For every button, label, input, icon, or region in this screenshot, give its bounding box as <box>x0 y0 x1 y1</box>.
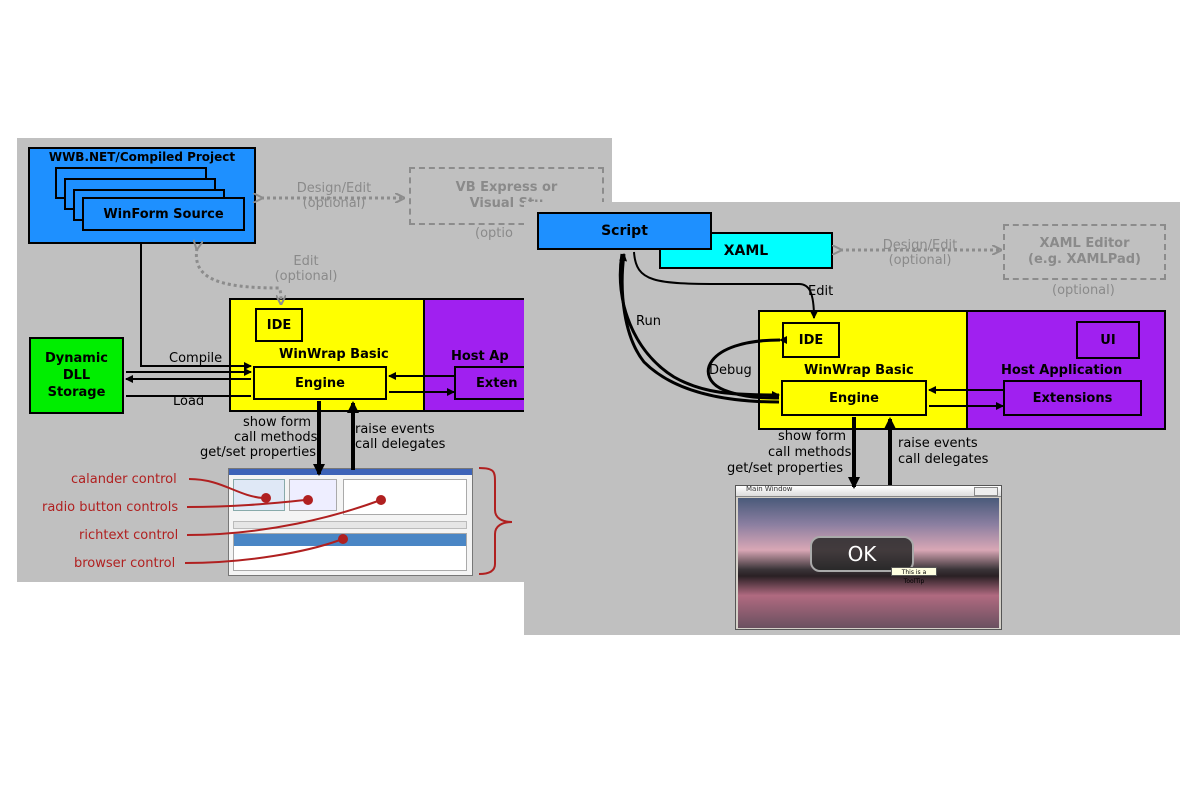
debug-arrow <box>706 335 788 400</box>
main-window-title: Main Window <box>746 485 793 493</box>
load-label: Load <box>173 394 205 409</box>
edit-optional: (optional) <box>274 269 338 284</box>
right-winwrap-basic-label: WinWrap Basic <box>804 363 914 378</box>
right-get-set-properties-label: get/set properties <box>727 461 844 476</box>
left-connectors <box>125 138 513 575</box>
raise-events-label: raise events <box>355 422 435 437</box>
window-controls <box>974 487 998 496</box>
winwrap-basic-label: WinWrap Basic <box>279 347 389 362</box>
leader-calander <box>188 478 264 499</box>
control-label-calander: calander control <box>71 472 177 487</box>
right-design-edit-optional: (optional) <box>888 253 952 268</box>
thumb-titlebar <box>229 469 472 475</box>
edit-label: Edit (optional) <box>271 254 341 284</box>
xaml-editor-line1: XAML Editor <box>1039 236 1130 251</box>
right-call-delegates-label: call delegates <box>898 452 989 467</box>
ide-box: IDE <box>255 308 303 342</box>
right-raise-events-label: raise events <box>898 436 978 451</box>
xaml-editor-line2: (e.g. XAMLPad) <box>1028 252 1141 267</box>
right-edit-label: Edit <box>808 284 834 299</box>
winform-screenshot <box>228 468 473 576</box>
host-app-label: Host Ap <box>451 349 509 364</box>
control-label-radio: radio button controls <box>42 500 179 515</box>
thumb-richtext <box>343 479 467 515</box>
right-engine-box: Engine <box>781 380 927 416</box>
right-connectors <box>618 202 1004 489</box>
xaml-editor-box: XAML Editor (e.g. XAMLPad) <box>1003 224 1166 280</box>
debug-label: Debug <box>709 363 752 378</box>
left-diagram: WWB.NET/Compiled Project WinForm Source … <box>17 138 612 582</box>
control-label-browser: browser control <box>74 556 176 571</box>
winform-source-box: WinForm Source <box>82 197 245 231</box>
design-edit-text: Design/Edit <box>296 181 372 196</box>
host-application-label: Host Application <box>1001 363 1123 378</box>
vb-express-optional: (optio <box>475 226 513 241</box>
run-arrow-up <box>619 253 780 404</box>
leader-radio <box>186 499 306 508</box>
right-brace <box>478 467 513 575</box>
thumb-toolbar <box>233 521 467 529</box>
ui-box: UI <box>1076 321 1140 359</box>
call-methods-label: call methods <box>234 430 318 445</box>
thumb-radios <box>289 479 337 511</box>
right-diagram: XAML Script Design/Edit (optional) XAML … <box>524 202 1180 635</box>
vb-express-line1: VB Express or <box>455 180 558 195</box>
script-box: Script <box>537 212 712 250</box>
thumb-browser-banner <box>234 534 466 546</box>
dynamic-dll-box: Dynamic DLL Storage <box>29 337 124 414</box>
ok-button[interactable]: OK <box>810 536 914 572</box>
call-delegates-label: call delegates <box>355 437 446 452</box>
tooltip: This is a ToolTip <box>891 567 937 585</box>
control-label-richtext: richtext control <box>79 528 179 543</box>
show-form-label: show form <box>243 415 312 430</box>
project-title: WWB.NET/Compiled Project <box>48 150 236 164</box>
right-extensions-box: Extensions <box>1003 380 1142 416</box>
run-label: Run <box>636 314 661 329</box>
compile-label: Compile <box>169 351 223 366</box>
leader-richtext <box>186 500 379 536</box>
leader-browser <box>184 539 341 564</box>
right-show-form-label: show form <box>778 429 847 444</box>
main-window: Main Window OK This is a ToolTip <box>735 485 1002 630</box>
engine-box: Engine <box>253 366 387 400</box>
get-set-properties-label: get/set properties <box>200 445 317 460</box>
right-edit-arrow <box>633 251 818 319</box>
right-ide-box: IDE <box>782 322 840 358</box>
compile-arrow <box>140 244 252 370</box>
edit-arrow <box>196 248 281 303</box>
right-call-methods-label: call methods <box>768 445 852 460</box>
xaml-editor-optional: (optional) <box>1052 283 1115 298</box>
vb-express-box: VB Express or Visual Stu <box>409 167 604 225</box>
edit-text: Edit <box>293 254 319 269</box>
main-window-titlebar: Main Window <box>736 485 1001 497</box>
